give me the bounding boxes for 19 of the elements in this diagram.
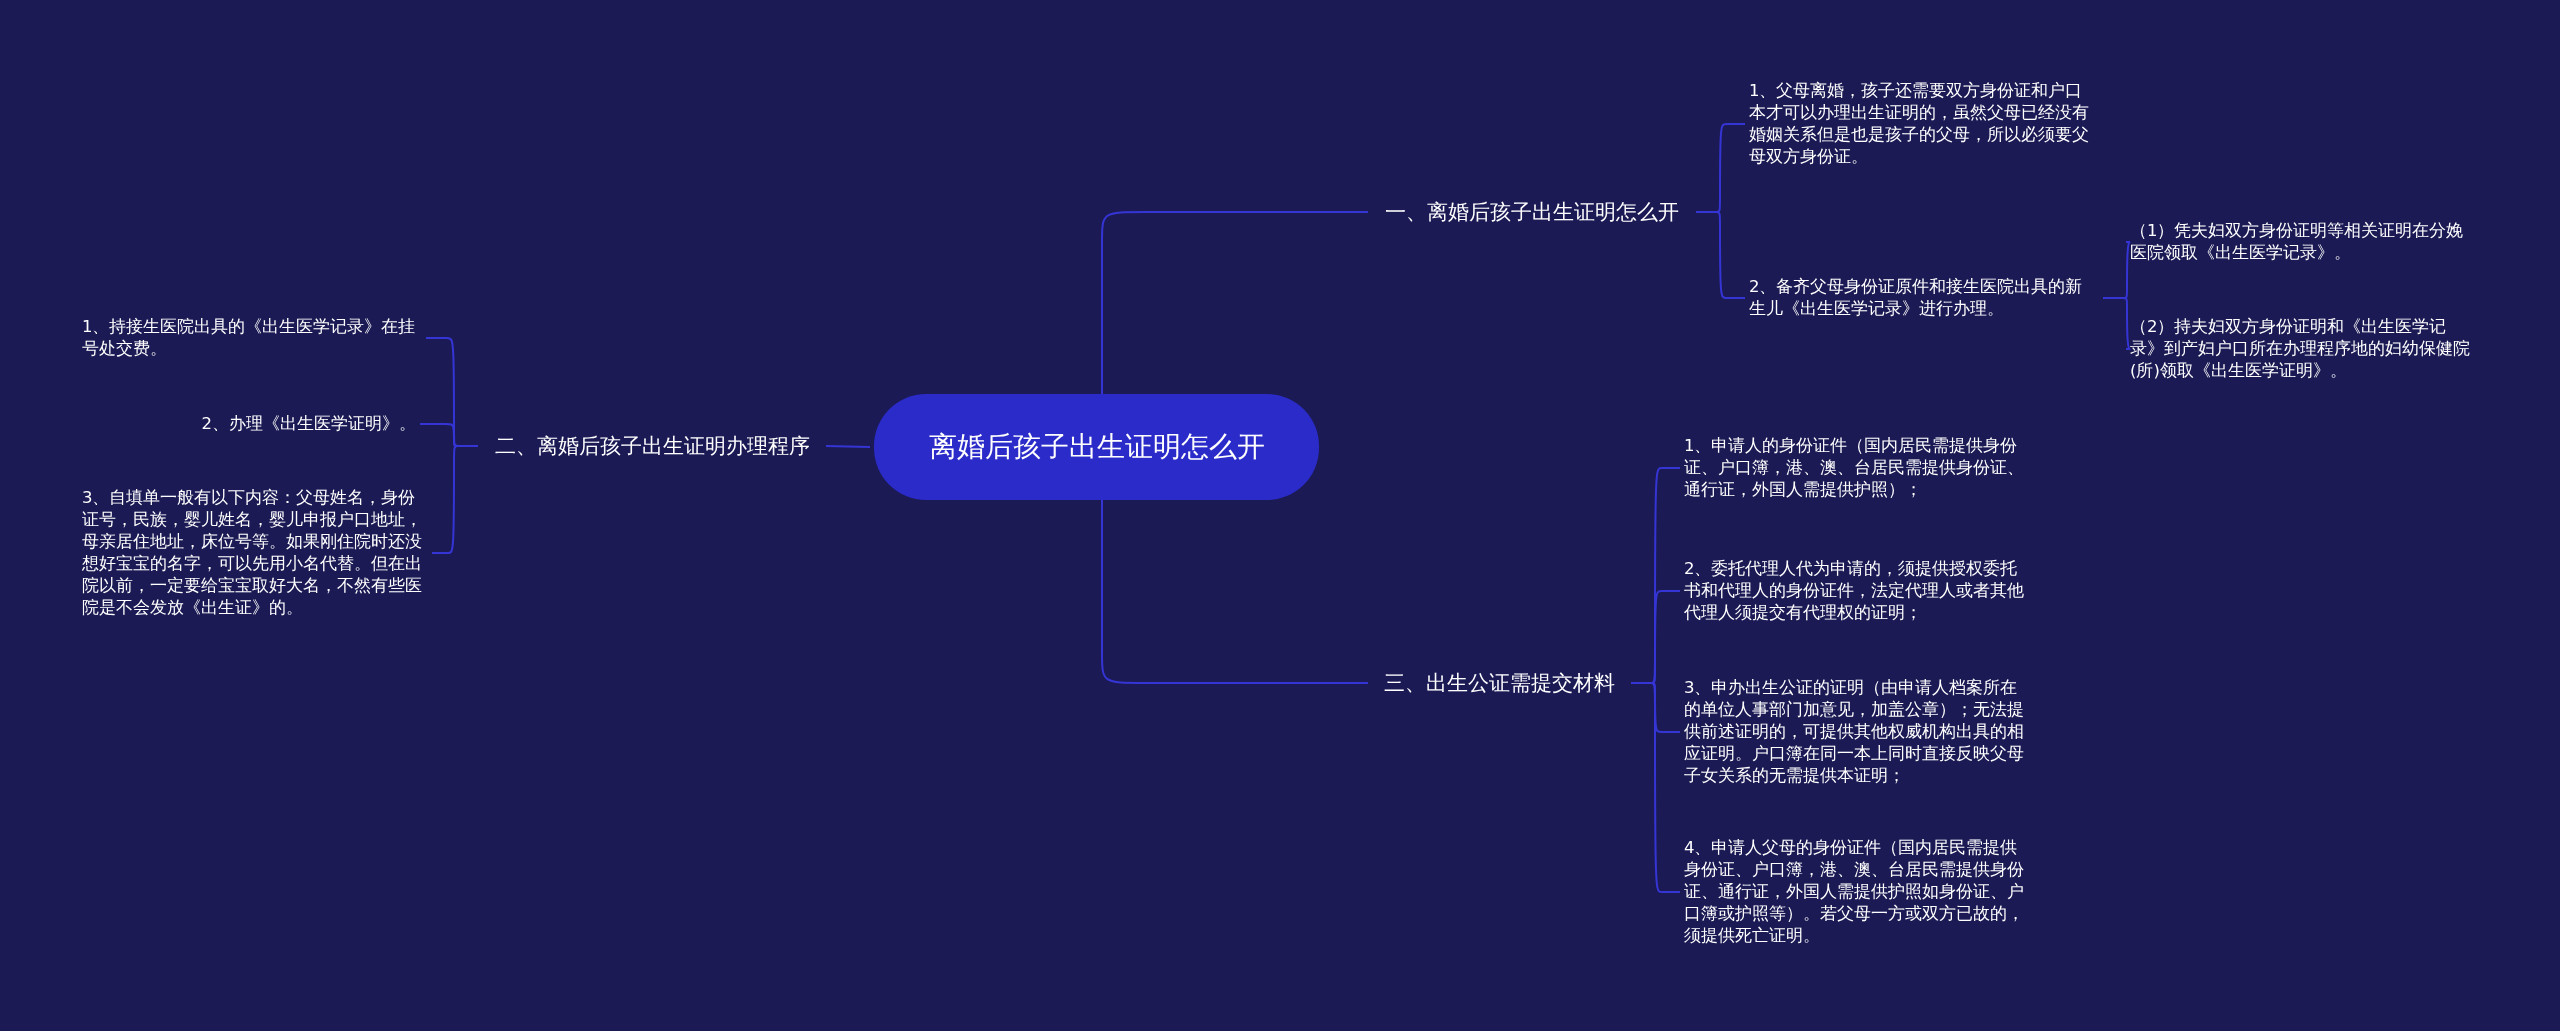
branch-topic: 二、离婚后孩子出生证明办理程序 <box>482 428 822 464</box>
leaf-topic: 2、备齐父母身份证原件和接生医院出具的新生儿《出生医学记录》进行办理。 <box>1749 276 2099 320</box>
leaf-topic: 2、委托代理人代为申请的，须提供授权委托书和代理人的身份证件，法定代理人或者其他代理人须提交有代理权的证明； <box>1684 558 2029 624</box>
leaf-topic: 1、申请人的身份证件（国内居民需提供身份证、户口簿，港、澳、台居民需提供身份证、通行证，外国人需提供护照）； <box>1684 435 2029 501</box>
leaf-topic: （2）持夫妇双方身份证明和《出生医学记录》到产妇户口所在办理程序地的妇幼保健院(所)领取《出生医学证明》。 <box>2130 316 2480 382</box>
leaf-topic: 2、办理《出生医学证明》。 <box>82 413 416 435</box>
connector-line <box>1101 211 1369 395</box>
connector-line <box>1101 499 1369 684</box>
leaf-topic: 1、持接生医院出具的《出生医学记录》在挂号处交费。 <box>82 316 422 360</box>
leaf-topic: （1）凭夫妇双方身份证明等相关证明在分娩医院领取《出生医学记录》。 <box>2130 220 2480 264</box>
leaf-topic: 3、申办出生公证的证明（由申请人档案所在的单位人事部门加意见，加盖公章）；无法提供前述证明的，可提供其他权威机构出具的相应证明。户口簿在同一本上同时直接反映父母子女关系的无需提供本证明； <box>1684 677 2029 787</box>
leaf-topic: 3、自填单一般有以下内容：父母姓名，身份证号，民族，婴儿姓名，婴儿申报户口地址，母亲居住地址，床位号等。如果刚住院时还没想好宝宝的名字，可以先用小名代替。但在出院以前，一定要给宝宝取好大名，不然有些医院是不会发放《出生证》的。 <box>82 487 428 619</box>
central-topic: 离婚后孩子出生证明怎么开 <box>874 394 1319 500</box>
connector-line <box>825 445 871 448</box>
branch-topic: 三、出生公证需提交材料 <box>1372 665 1627 701</box>
branch-topic: 一、离婚后孩子出生证明怎么开 <box>1372 194 1692 230</box>
leaf-topic: 1、父母离婚，孩子还需要双方身份证和户口本才可以办理出生证明的，虽然父母已经没有婚姻关系但是也是孩子的父母，所以必须要父母双方身份证。 <box>1749 80 2099 168</box>
connector-line <box>2102 297 2131 350</box>
leaf-topic: 4、申请人父母的身份证件（国内居民需提供身份证、户口簿，港、澳、台居民需提供身份证、通行证，外国人需提供护照如身份证、户口簿或护照等）。若父母一方或双方已故的，须提供死亡证明。 <box>1684 837 2029 947</box>
